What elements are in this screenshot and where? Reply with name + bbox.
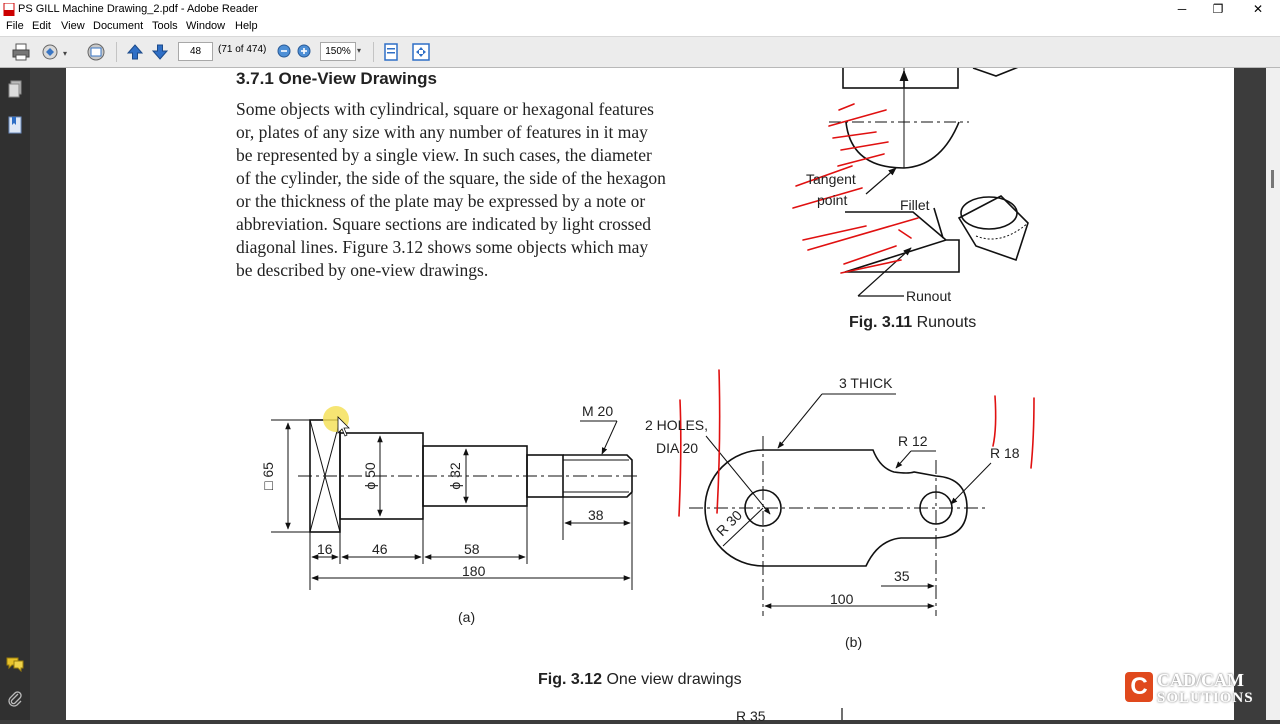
dim-46-label: 46 [372, 541, 388, 557]
dia-50-label: ϕ 50 [362, 462, 378, 490]
zoom-out-icon[interactable] [277, 44, 291, 58]
vertical-scrollbar[interactable] [1266, 68, 1280, 720]
paragraph-line: or, plates of any size with any number o… [236, 122, 648, 142]
fig-3-12-title: One view drawings [606, 671, 742, 688]
menu-document[interactable]: Document [93, 20, 144, 32]
previous-page-icon[interactable] [125, 42, 145, 62]
watermark-line-1: CAD/CAM [1157, 670, 1244, 690]
next-page-icon[interactable] [150, 42, 170, 62]
paragraph-line: abbreviation. Square sections are indica… [236, 214, 652, 234]
menu-edit[interactable]: Edit [32, 20, 51, 32]
full-screen-icon[interactable] [411, 42, 431, 62]
subfigure-a-label: (a) [458, 609, 476, 625]
attachments-icon[interactable] [7, 690, 23, 708]
fillet-label: Fillet [900, 197, 930, 213]
email-dropdown-icon[interactable]: ▾ [63, 49, 68, 58]
menu-help[interactable]: Help [235, 20, 258, 32]
bookmarks-icon[interactable] [7, 116, 23, 134]
zoom-level-input[interactable]: 150% [320, 42, 356, 61]
fig-3-11-annotations [792, 103, 919, 274]
fig-3-12-number: Fig. 3.12 [538, 671, 603, 688]
navigation-panel [0, 68, 30, 720]
fig-3-12b-drawing [689, 393, 992, 616]
next-page-label: R 35 [736, 708, 766, 724]
dim-58-label: 58 [464, 541, 480, 557]
r18-label: R 18 [990, 445, 1020, 461]
section-heading: 3.7.1 One-View Drawings [236, 69, 437, 88]
menu-window[interactable]: Window [186, 20, 226, 32]
paragraph-line: of the cylinder, the side of the square,… [236, 168, 666, 188]
fit-page-icon[interactable] [382, 42, 400, 62]
comments-icon[interactable] [6, 656, 24, 672]
fig-3-12a-drawing [271, 419, 641, 590]
menu-view[interactable]: View [61, 20, 85, 32]
fig-3-12b-annotations [678, 369, 1035, 517]
paragraph-line: be described by one-view drawings. [236, 260, 489, 280]
m20-label: M 20 [582, 403, 614, 419]
point-label: point [817, 192, 848, 208]
dia-32-label: ϕ 32 [447, 462, 463, 490]
maximize-button[interactable]: ❐ [1212, 2, 1224, 16]
window-title: PS GILL Machine Drawing_2.pdf - Adobe Re… [18, 3, 258, 15]
watermark-line-2: SOLUTIONS [1157, 690, 1254, 706]
fig-3-11-drawing [829, 68, 1029, 297]
collaborate-icon[interactable] [86, 42, 106, 62]
fig-3-11-title: Runouts [916, 314, 977, 331]
dim-100-label: 100 [830, 591, 854, 607]
page-thumbnails-icon[interactable] [7, 80, 23, 98]
paragraph-line: Some objects with cylindrical, square or… [236, 99, 654, 119]
scroll-thumb[interactable] [1271, 170, 1274, 188]
drawing-canvas [271, 68, 1035, 720]
mouse-cursor [337, 416, 350, 437]
email-icon[interactable] [40, 42, 60, 62]
page-count-label: (71 of 474) [218, 44, 267, 55]
runout-label: Runout [906, 288, 952, 304]
title-bar: PS GILL Machine Drawing_2.pdf - Adobe Re… [0, 0, 1280, 19]
holes-label: 2 HOLES, [645, 417, 709, 433]
hole-diameter-label: DIA 20 [656, 440, 699, 456]
square-65-label: □ 65 [260, 462, 276, 490]
dim-180-label: 180 [462, 563, 486, 579]
adobe-reader-icon [3, 3, 15, 16]
paragraph-line: or the thickness of the plate may be exp… [236, 191, 646, 211]
minimize-button[interactable]: ─ [1177, 2, 1187, 16]
print-icon[interactable] [11, 42, 31, 62]
subfigure-b-label: (b) [845, 634, 863, 650]
close-button[interactable]: ✕ [1252, 2, 1264, 16]
menu-bar: File Edit View Document Tools Window Hel… [0, 19, 1280, 37]
fig-3-11-number: Fig. 3.11 [849, 314, 913, 331]
menu-file[interactable]: File [6, 20, 24, 32]
fig-3-12-caption: Fig. 3.12 One view drawings [538, 671, 742, 689]
page-number-input[interactable]: 48 [178, 42, 213, 61]
fig-3-11-caption: Fig. 3.11 Runouts [849, 314, 976, 332]
dim-35-label: 35 [894, 568, 910, 584]
menu-tools[interactable]: Tools [152, 20, 178, 32]
thickness-label: 3 THICK [839, 375, 893, 391]
toolbar: ▾ [0, 37, 1280, 68]
paragraph-line: diagonal lines. Figure 3.12 shows some o… [236, 237, 649, 257]
zoom-dropdown-icon[interactable]: ▾ [357, 46, 362, 55]
dim-38-label: 38 [588, 507, 604, 523]
tangent-label: Tangent [806, 171, 856, 187]
logo-c-glyph: C [1130, 673, 1148, 700]
cad-cam-logo-icon [1125, 672, 1153, 702]
dim-16-label: 16 [317, 541, 333, 557]
r12-label: R 12 [898, 433, 928, 449]
pdf-page[interactable]: 3.7.1 One-View Drawings Some objects wit… [66, 68, 1234, 724]
zoom-in-icon[interactable] [297, 44, 311, 58]
paragraph-line: be represented by a single view. In such… [236, 145, 652, 165]
